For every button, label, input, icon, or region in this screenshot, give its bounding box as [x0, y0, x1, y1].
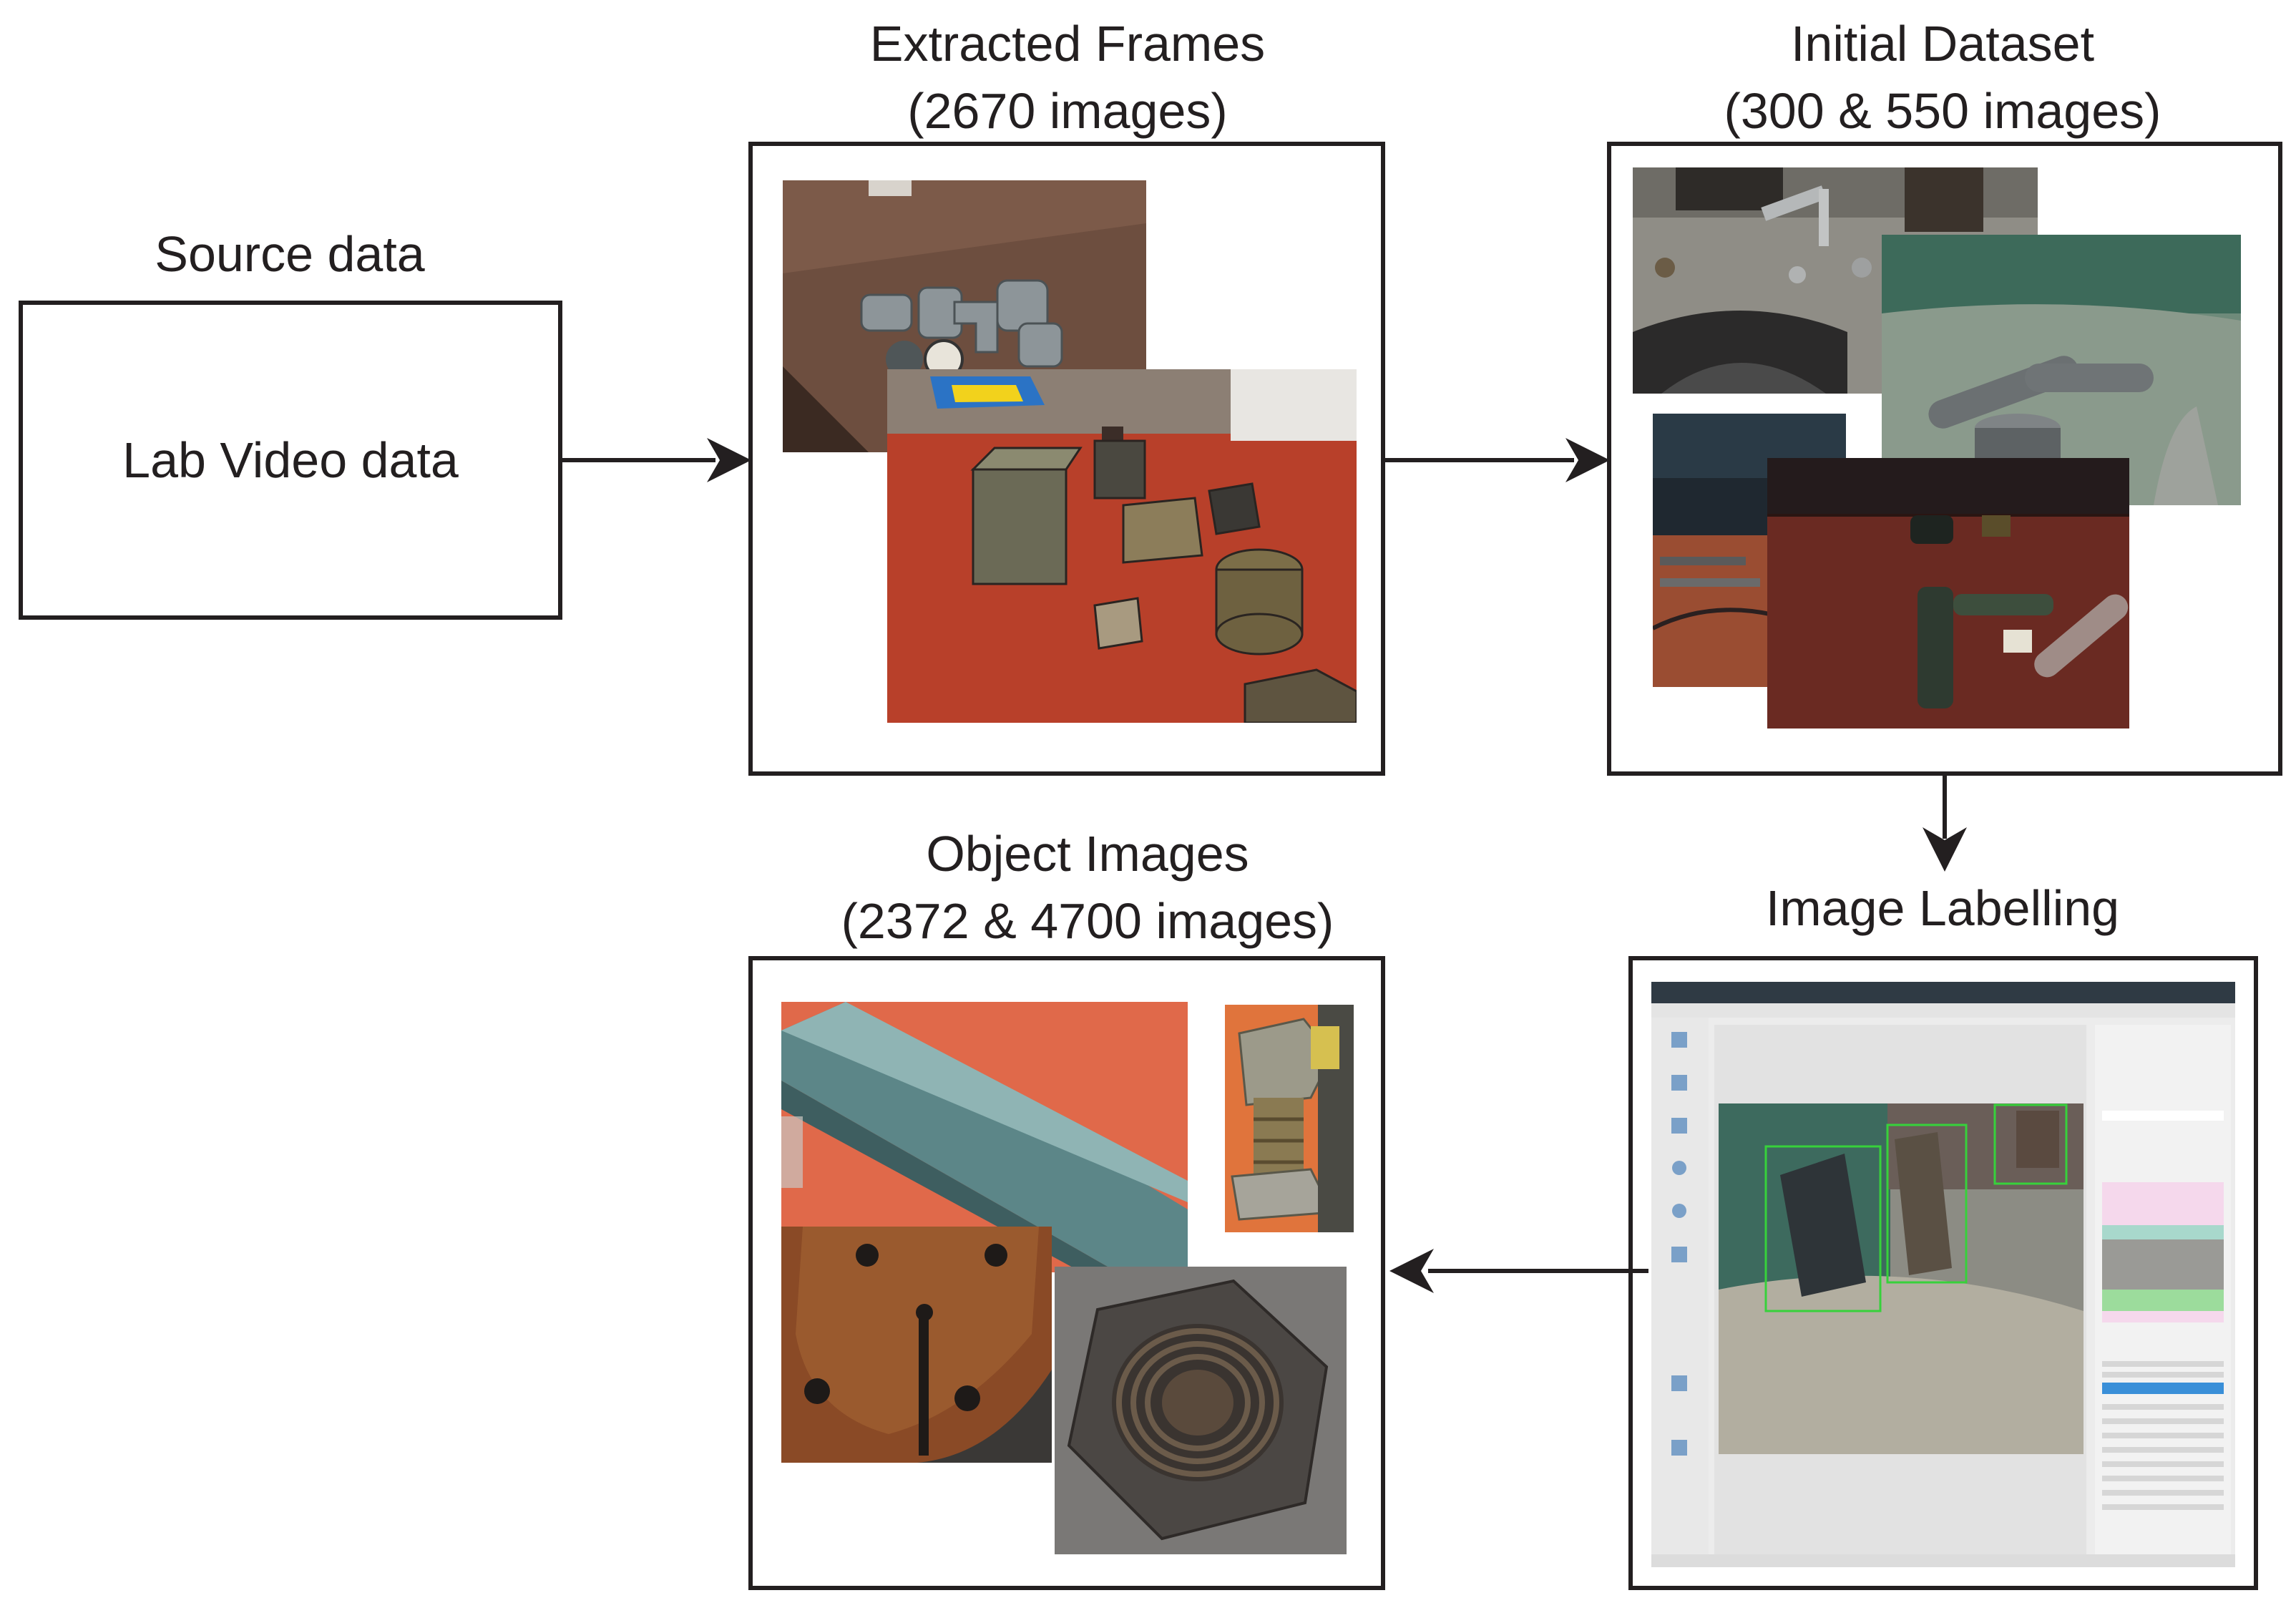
labelling-tool-screenshot	[1651, 982, 2235, 1567]
objects-heading-line1: Object Images	[926, 826, 1249, 882]
initial-photo-bolts	[1633, 167, 2038, 394]
arrowhead-initial	[1565, 438, 1610, 482]
initial-heading-line2: (300 & 550 images)	[1724, 83, 2161, 139]
arrowhead-labelling	[1923, 827, 1967, 872]
initial-heading-line1: Initial Dataset	[1790, 16, 2095, 72]
extracted-heading-line2: (2670 images)	[907, 83, 1228, 139]
initial-photo-darkfloor	[1767, 458, 2129, 728]
labelling-box	[1628, 956, 2258, 1590]
objects-photo-pipe	[781, 1002, 1188, 1272]
extracted-heading-line1: Extracted Frames	[869, 16, 1266, 72]
objects-box	[748, 956, 1385, 1590]
arrowhead-extracted	[707, 438, 751, 482]
objects-photo-hex-nut	[1055, 1267, 1347, 1554]
objects-heading-line2: (2372 & 4700 images)	[841, 893, 1334, 949]
extracted-box	[748, 142, 1385, 776]
objects-photo-bolt	[1225, 1005, 1354, 1232]
labelling-heading: Image Labelling	[1765, 880, 2120, 936]
source-box-text: Lab Video data	[122, 432, 459, 488]
source-heading: Source data	[155, 226, 425, 282]
source-box: Lab Video data	[19, 301, 562, 620]
extracted-photo-weights	[887, 369, 1357, 723]
arrowhead-objects	[1389, 1249, 1434, 1293]
objects-photo-rusty-plate	[781, 1227, 1052, 1463]
initial-box	[1607, 142, 2282, 776]
